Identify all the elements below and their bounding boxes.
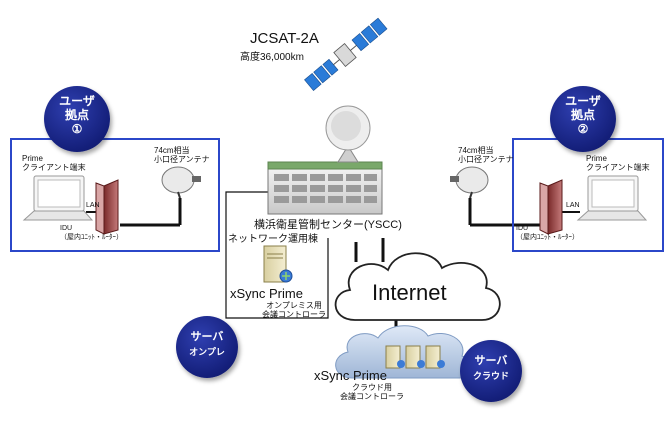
satellite-name: JCSAT-2A bbox=[250, 30, 319, 47]
cloud-product-name: xSync Prime bbox=[314, 368, 387, 383]
onprem-badge-line1: サーバ bbox=[190, 331, 224, 343]
site2-pc-label-line2: クライアント端末 bbox=[586, 163, 650, 172]
site1-pc-label: Prime クライアント端末 bbox=[22, 154, 86, 172]
site1-badge-line3: ① bbox=[71, 122, 83, 136]
onprem-server-icon bbox=[263, 245, 293, 283]
site2-antenna-line2: 小口径アンテナ bbox=[458, 155, 514, 164]
site1-pc-label-line2: クライアント端末 bbox=[22, 163, 86, 172]
control-center-building-icon bbox=[267, 161, 383, 215]
user-site-1-box bbox=[10, 138, 220, 252]
site1-idu-label: IDU （屋内ﾕﾆｯﾄ・ﾙｰﾀｰ） bbox=[60, 224, 123, 242]
onprem-desc: オンプレミス用 会議コントローラ bbox=[262, 301, 326, 319]
site2-antenna-label: 74cm相当 小口径アンテナ bbox=[458, 146, 514, 164]
cloud-badge-line2: クラウド bbox=[472, 371, 509, 381]
cloud-badge-line1: サーバ bbox=[474, 355, 508, 367]
site2-badge-line1: ユーザ bbox=[565, 94, 601, 108]
parabolic-antenna-icon bbox=[325, 105, 371, 163]
idu-router-icon-site2 bbox=[539, 179, 563, 235]
site2-idu-line1: IDU bbox=[516, 225, 529, 232]
cloud-desc: クラウド用 会議コントローラ bbox=[340, 383, 404, 401]
control-center-name: 横浜衛星管制センター(YSCC) bbox=[254, 219, 402, 231]
onprem-desc-line2: 会議コントローラ bbox=[262, 310, 326, 319]
satellite-icon bbox=[304, 17, 388, 91]
site2-idu-label: IDU （屋内ﾕﾆｯﾄ・ﾙｰﾀｰ） bbox=[516, 224, 579, 242]
site2-lan-label: LAN bbox=[566, 202, 580, 209]
site1-lan-label: LAN bbox=[86, 202, 100, 209]
site1-pc-label-line1: Prime bbox=[22, 154, 43, 163]
internet-label: Internet bbox=[372, 280, 447, 305]
laptop-icon-site2 bbox=[576, 175, 648, 221]
onprem-product-name: xSync Prime bbox=[230, 286, 303, 301]
onprem-badge-line2: オンプレ bbox=[189, 347, 225, 357]
site2-idu-line2: （屋内ﾕﾆｯﾄ・ﾙｰﾀｰ） bbox=[516, 234, 579, 241]
satellite-altitude: 高度36,000km bbox=[240, 52, 304, 63]
site2-pc-label: Prime クライアント端末 bbox=[586, 154, 650, 172]
cloud-server-icons bbox=[385, 345, 445, 369]
cloud-desc-line1: クラウド用 bbox=[352, 383, 392, 392]
internet-cloud-icon bbox=[334, 252, 501, 321]
user-site-1-badge: ユーザ 拠点 ① bbox=[44, 86, 110, 152]
onprem-server-badge: サーバ オンプレ bbox=[176, 316, 238, 378]
small-antenna-icon-site2 bbox=[450, 166, 489, 199]
site2-antenna-line1: 74cm相当 bbox=[458, 146, 494, 155]
small-antenna-icon-site1 bbox=[161, 166, 201, 199]
cloud-desc-line2: 会議コントローラ bbox=[340, 392, 404, 401]
site2-pc-label-line1: Prime bbox=[586, 154, 607, 163]
site1-idu-line1: IDU bbox=[60, 225, 73, 232]
site1-antenna-label: 74cm相当 小口径アンテナ bbox=[154, 146, 210, 164]
site1-antenna-line2: 小口径アンテナ bbox=[154, 155, 210, 164]
site1-idu-line2: （屋内ﾕﾆｯﾄ・ﾙｰﾀｰ） bbox=[60, 234, 123, 241]
cloud-server-badge: サーバ クラウド bbox=[460, 340, 522, 402]
control-center-building: ネットワーク運用棟 bbox=[228, 234, 318, 245]
user-site-2-badge: ユーザ 拠点 ② bbox=[550, 86, 616, 152]
site2-badge-line3: ② bbox=[577, 122, 589, 136]
site1-badge-line2: 拠点 bbox=[64, 108, 89, 122]
onprem-desc-line1: オンプレミス用 bbox=[266, 301, 322, 310]
site1-badge-line1: ユーザ bbox=[59, 94, 95, 108]
site2-badge-line2: 拠点 bbox=[570, 108, 595, 122]
idu-router-icon-site1 bbox=[95, 179, 119, 235]
laptop-icon-site1 bbox=[22, 175, 94, 221]
site1-antenna-line1: 74cm相当 bbox=[154, 146, 190, 155]
